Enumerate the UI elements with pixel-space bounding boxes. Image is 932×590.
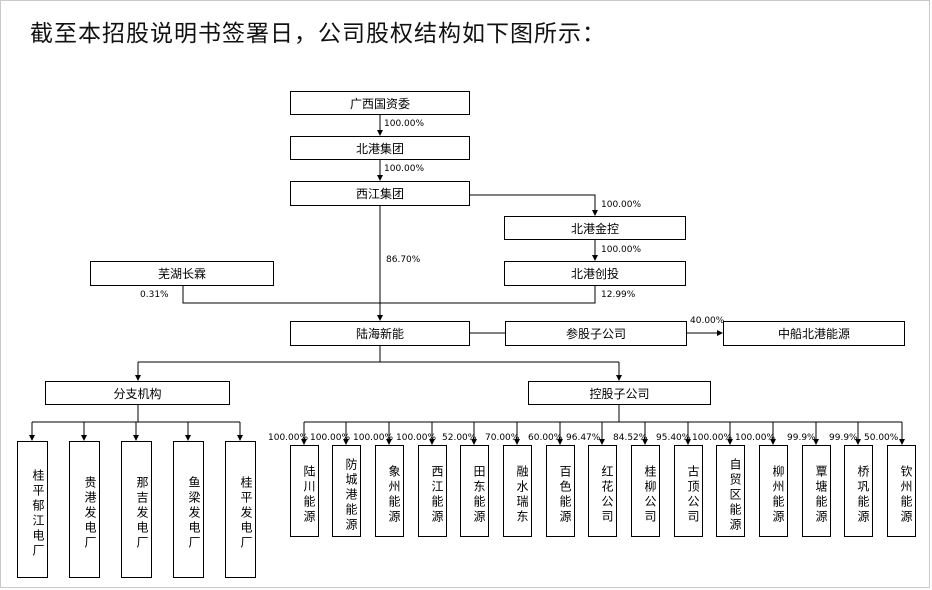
node-xjjt: 西江集团: [290, 181, 470, 206]
node-gxgzw: 广西国资委: [290, 91, 470, 115]
subsidiary-box: 田东能源: [460, 445, 489, 537]
subsidiary-pct: 100.00%: [268, 433, 309, 443]
subsidiary-box: 百色能源: [546, 445, 575, 537]
branch-box: 桂平郁江电厂: [17, 441, 48, 578]
subsidiary-box: 覃塘能源: [802, 445, 831, 537]
subsidiary-box: 陆川能源: [290, 445, 319, 537]
pct-bgjk-bgct: 100.00%: [601, 245, 642, 255]
branch-box: 桂平发电厂: [225, 441, 256, 578]
node-cgzgs: 参股子公司: [505, 321, 687, 346]
pct-bgct-lhxn: 12.99%: [601, 290, 636, 300]
subsidiary-pct: 100.00%: [735, 433, 776, 443]
subsidiary-pct: 100.00%: [396, 433, 437, 443]
subsidiary-box: 柳州能源: [759, 445, 788, 537]
subsidiary-pct: 100.00%: [692, 433, 733, 443]
branch-box: 贵港发电厂: [69, 441, 100, 578]
subsidiary-box: 防城港能源: [332, 445, 361, 537]
node-bgjt: 北港集团: [290, 136, 470, 160]
subsidiary-box: 桂柳公司: [631, 445, 660, 537]
subsidiary-pct: 99.9%: [829, 433, 858, 443]
subsidiary-pct: 70.00%: [485, 433, 520, 443]
pct-whcl-lhxn: 0.31%: [140, 290, 169, 300]
subsidiary-pct: 84.52%: [613, 433, 648, 443]
branch-box: 那吉发电厂: [121, 441, 152, 578]
subsidiary-box: 自贸区能源: [716, 445, 745, 537]
pct-xjjt-lhxn: 86.70%: [386, 255, 421, 265]
node-fzjg: 分支机构: [45, 381, 230, 405]
pct-cg-zcbgny: 40.00%: [690, 316, 725, 326]
subsidiary-box: 融水瑞东: [503, 445, 532, 537]
subsidiary-box: 桥巩能源: [844, 445, 873, 537]
subsidiary-box: 西江能源: [418, 445, 447, 537]
node-whcl: 芜湖长霖: [90, 261, 274, 286]
subsidiary-box: 象州能源: [375, 445, 404, 537]
subsidiary-pct: 99.9%: [787, 433, 816, 443]
node-lhxn: 陆海新能: [290, 321, 470, 346]
subsidiary-pct: 100.00%: [353, 433, 394, 443]
branch-box: 鱼梁发电厂: [173, 441, 204, 578]
subsidiary-box: 古顶公司: [674, 445, 703, 537]
node-kgzgs: 控股子公司: [528, 381, 711, 405]
pct-gxgzw-bgjt: 100.00%: [384, 119, 425, 129]
subsidiary-box: 钦州能源: [887, 445, 916, 537]
node-bgct: 北港创投: [504, 261, 686, 286]
node-zcbgny: 中船北港能源: [723, 321, 905, 346]
subsidiary-pct: 96.47%: [566, 433, 601, 443]
subsidiary-pct: 60.00%: [528, 433, 563, 443]
page-title: 截至本招股说明书签署日，公司股权结构如下图所示：: [30, 21, 606, 47]
pct-bgjt-xjjt: 100.00%: [384, 164, 425, 174]
pct-xjjt-bgjk: 100.00%: [601, 200, 642, 210]
node-bgjk: 北港金控: [504, 216, 686, 240]
subsidiary-pct: 50.00%: [864, 433, 899, 443]
subsidiary-pct: 100.00%: [310, 433, 351, 443]
subsidiary-pct: 95.40%: [656, 433, 691, 443]
subsidiary-pct: 52.00%: [442, 433, 477, 443]
subsidiary-box: 红花公司: [588, 445, 617, 537]
